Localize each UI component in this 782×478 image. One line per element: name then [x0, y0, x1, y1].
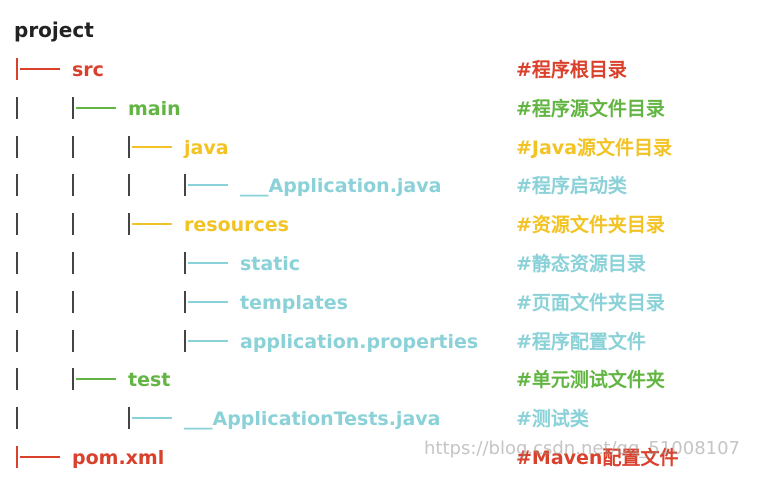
- tree-guide-line: [72, 174, 74, 197]
- tree-item-comment: #页面文件夹目录: [516, 291, 665, 314]
- tree-row: src #程序根目录: [0, 55, 782, 85]
- tree-connector-bar: [184, 290, 186, 313]
- tree-row: pom.xml #Maven配置文件: [0, 443, 782, 473]
- tree-item-comment: #程序根目录: [516, 59, 627, 81]
- tree-row: application.properties #程序配置文件: [0, 327, 782, 357]
- tree-connector-line: [188, 262, 228, 264]
- tree-connector-line: [20, 68, 60, 70]
- tree-item-name: test: [128, 369, 171, 392]
- tree-connector-bar: [16, 58, 18, 80]
- tree-item-comment: #静态资源目录: [516, 253, 646, 275]
- tree-connector-line: [188, 300, 228, 303]
- tree-row: ___ApplicationTests.java #测试类: [0, 404, 782, 434]
- tree-connector-line: [188, 339, 228, 342]
- tree-guide-line: [16, 213, 18, 236]
- tree-item-comment: #资源文件夹目录: [516, 214, 665, 237]
- tree-guide-line: [72, 252, 74, 274]
- tree-connector-bar: [184, 174, 186, 197]
- tree-item-name: ___Application.java: [240, 175, 442, 198]
- tree-guide-line: [72, 135, 74, 158]
- tree-connector-bar: [128, 213, 130, 236]
- tree-connector-line: [132, 417, 172, 420]
- tree-item-comment: #程序启动类: [516, 175, 627, 198]
- tree-connector-line: [132, 145, 172, 148]
- tree-connector-line: [76, 106, 116, 109]
- tree-row: templates #页面文件夹目录: [0, 288, 782, 318]
- tree-connector-bar: [72, 368, 74, 391]
- tree-item-name: ___ApplicationTests.java: [184, 408, 441, 431]
- tree-guide-line: [72, 213, 74, 236]
- tree-item-name: pom.xml: [72, 447, 165, 469]
- tree-guide-line: [16, 368, 18, 391]
- tree-item-comment: #程序源文件目录: [516, 97, 665, 120]
- tree-item-name: java: [184, 136, 229, 159]
- tree-connector-bar: [128, 407, 130, 430]
- tree-guide-line: [72, 290, 74, 313]
- tree-row: test #单元测试文件夹: [0, 365, 782, 395]
- tree-item-name: src: [72, 59, 104, 81]
- tree-guide-line: [72, 329, 74, 352]
- tree-row: main #程序源文件目录: [0, 94, 782, 124]
- tree-row: java #Java源文件目录: [0, 133, 782, 163]
- tree-item-name: static: [240, 253, 301, 275]
- tree-guide-line: [16, 252, 18, 274]
- tree-item-comment: #Java源文件目录: [516, 136, 673, 159]
- tree-connector-bar: [128, 135, 130, 158]
- tree-item-comment: #测试类: [516, 408, 589, 431]
- tree-item-name: application.properties: [240, 330, 479, 353]
- tree-item-name: templates: [240, 291, 348, 314]
- tree-item-name: main: [128, 97, 181, 120]
- tree-connector-line: [20, 456, 60, 458]
- tree-connector-line: [76, 378, 116, 381]
- tree-connector-line: [132, 223, 172, 226]
- tree-guide-line: [16, 174, 18, 197]
- tree-item-comment: #Maven配置文件: [516, 447, 679, 469]
- tree-item-comment: #程序配置文件: [516, 330, 646, 353]
- tree-guide-line: [16, 407, 18, 430]
- tree-guide-line: [16, 96, 18, 119]
- tree-item-comment: #单元测试文件夹: [516, 369, 665, 392]
- tree-guide-line: [16, 135, 18, 158]
- tree-row: static #静态资源目录: [0, 249, 782, 279]
- tree-connector-line: [188, 184, 228, 187]
- tree-guide-line: [16, 290, 18, 313]
- tree-guide-line: [128, 174, 130, 197]
- tree-connector-bar: [184, 252, 186, 274]
- tree-connector-bar: [72, 96, 74, 119]
- tree-guide-line: [16, 329, 18, 352]
- tree-connector-bar: [16, 446, 18, 468]
- watermark: https://blog.csdn.net/qq_51008107: [424, 438, 741, 459]
- tree-row: ___Application.java #程序启动类: [0, 171, 782, 201]
- tree-row: resources #资源文件夹目录: [0, 210, 782, 240]
- tree-connector-bar: [184, 329, 186, 352]
- tree-item-name: resources: [184, 214, 289, 237]
- root-title: project: [14, 18, 94, 42]
